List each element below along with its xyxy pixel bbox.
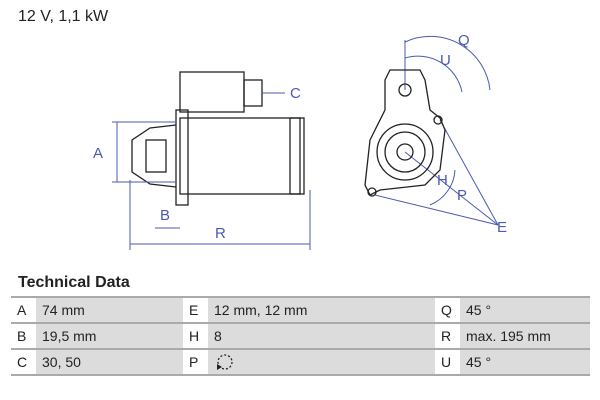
starter-front-view (364, 69, 446, 197)
spec-key: H (183, 322, 208, 350)
spec-value: 19,5 mm (36, 322, 183, 350)
spec-value (208, 348, 435, 376)
spec-key: U (435, 348, 460, 376)
spec-value: 45 ° (460, 296, 590, 324)
spec-key: Q (435, 296, 460, 324)
label-C: C (290, 85, 301, 102)
label-B: B (160, 207, 170, 224)
spec-key: R (435, 322, 460, 350)
spec-value: 74 mm (36, 296, 183, 324)
spec-key: C (11, 348, 36, 376)
label-P: P (457, 187, 467, 204)
spec-value: 8 (208, 322, 435, 350)
spec-value: 30, 50 (36, 348, 183, 376)
starter-side-view (131, 71, 305, 206)
spec-key: P (183, 348, 208, 376)
label-U: U (440, 52, 451, 69)
technical-data-title: Technical Data (18, 274, 130, 291)
spec-key: E (183, 296, 208, 324)
spec-value: 12 mm, 12 mm (208, 296, 435, 324)
rotation-counterclockwise-icon (217, 354, 233, 370)
spec-value: 45 ° (460, 348, 590, 376)
technical-drawing: A B C R Q U H P E (93, 32, 507, 250)
label-Q: Q (458, 32, 470, 49)
label-H: H (437, 172, 448, 189)
spec-value: max. 195 mm (460, 322, 590, 350)
label-E: E (497, 219, 507, 236)
label-A: A (93, 145, 103, 162)
label-R: R (215, 225, 226, 242)
spec-key: B (11, 322, 36, 350)
product-spec-title: 12 V, 1,1 kW (18, 8, 109, 25)
spec-key: A (11, 296, 36, 324)
